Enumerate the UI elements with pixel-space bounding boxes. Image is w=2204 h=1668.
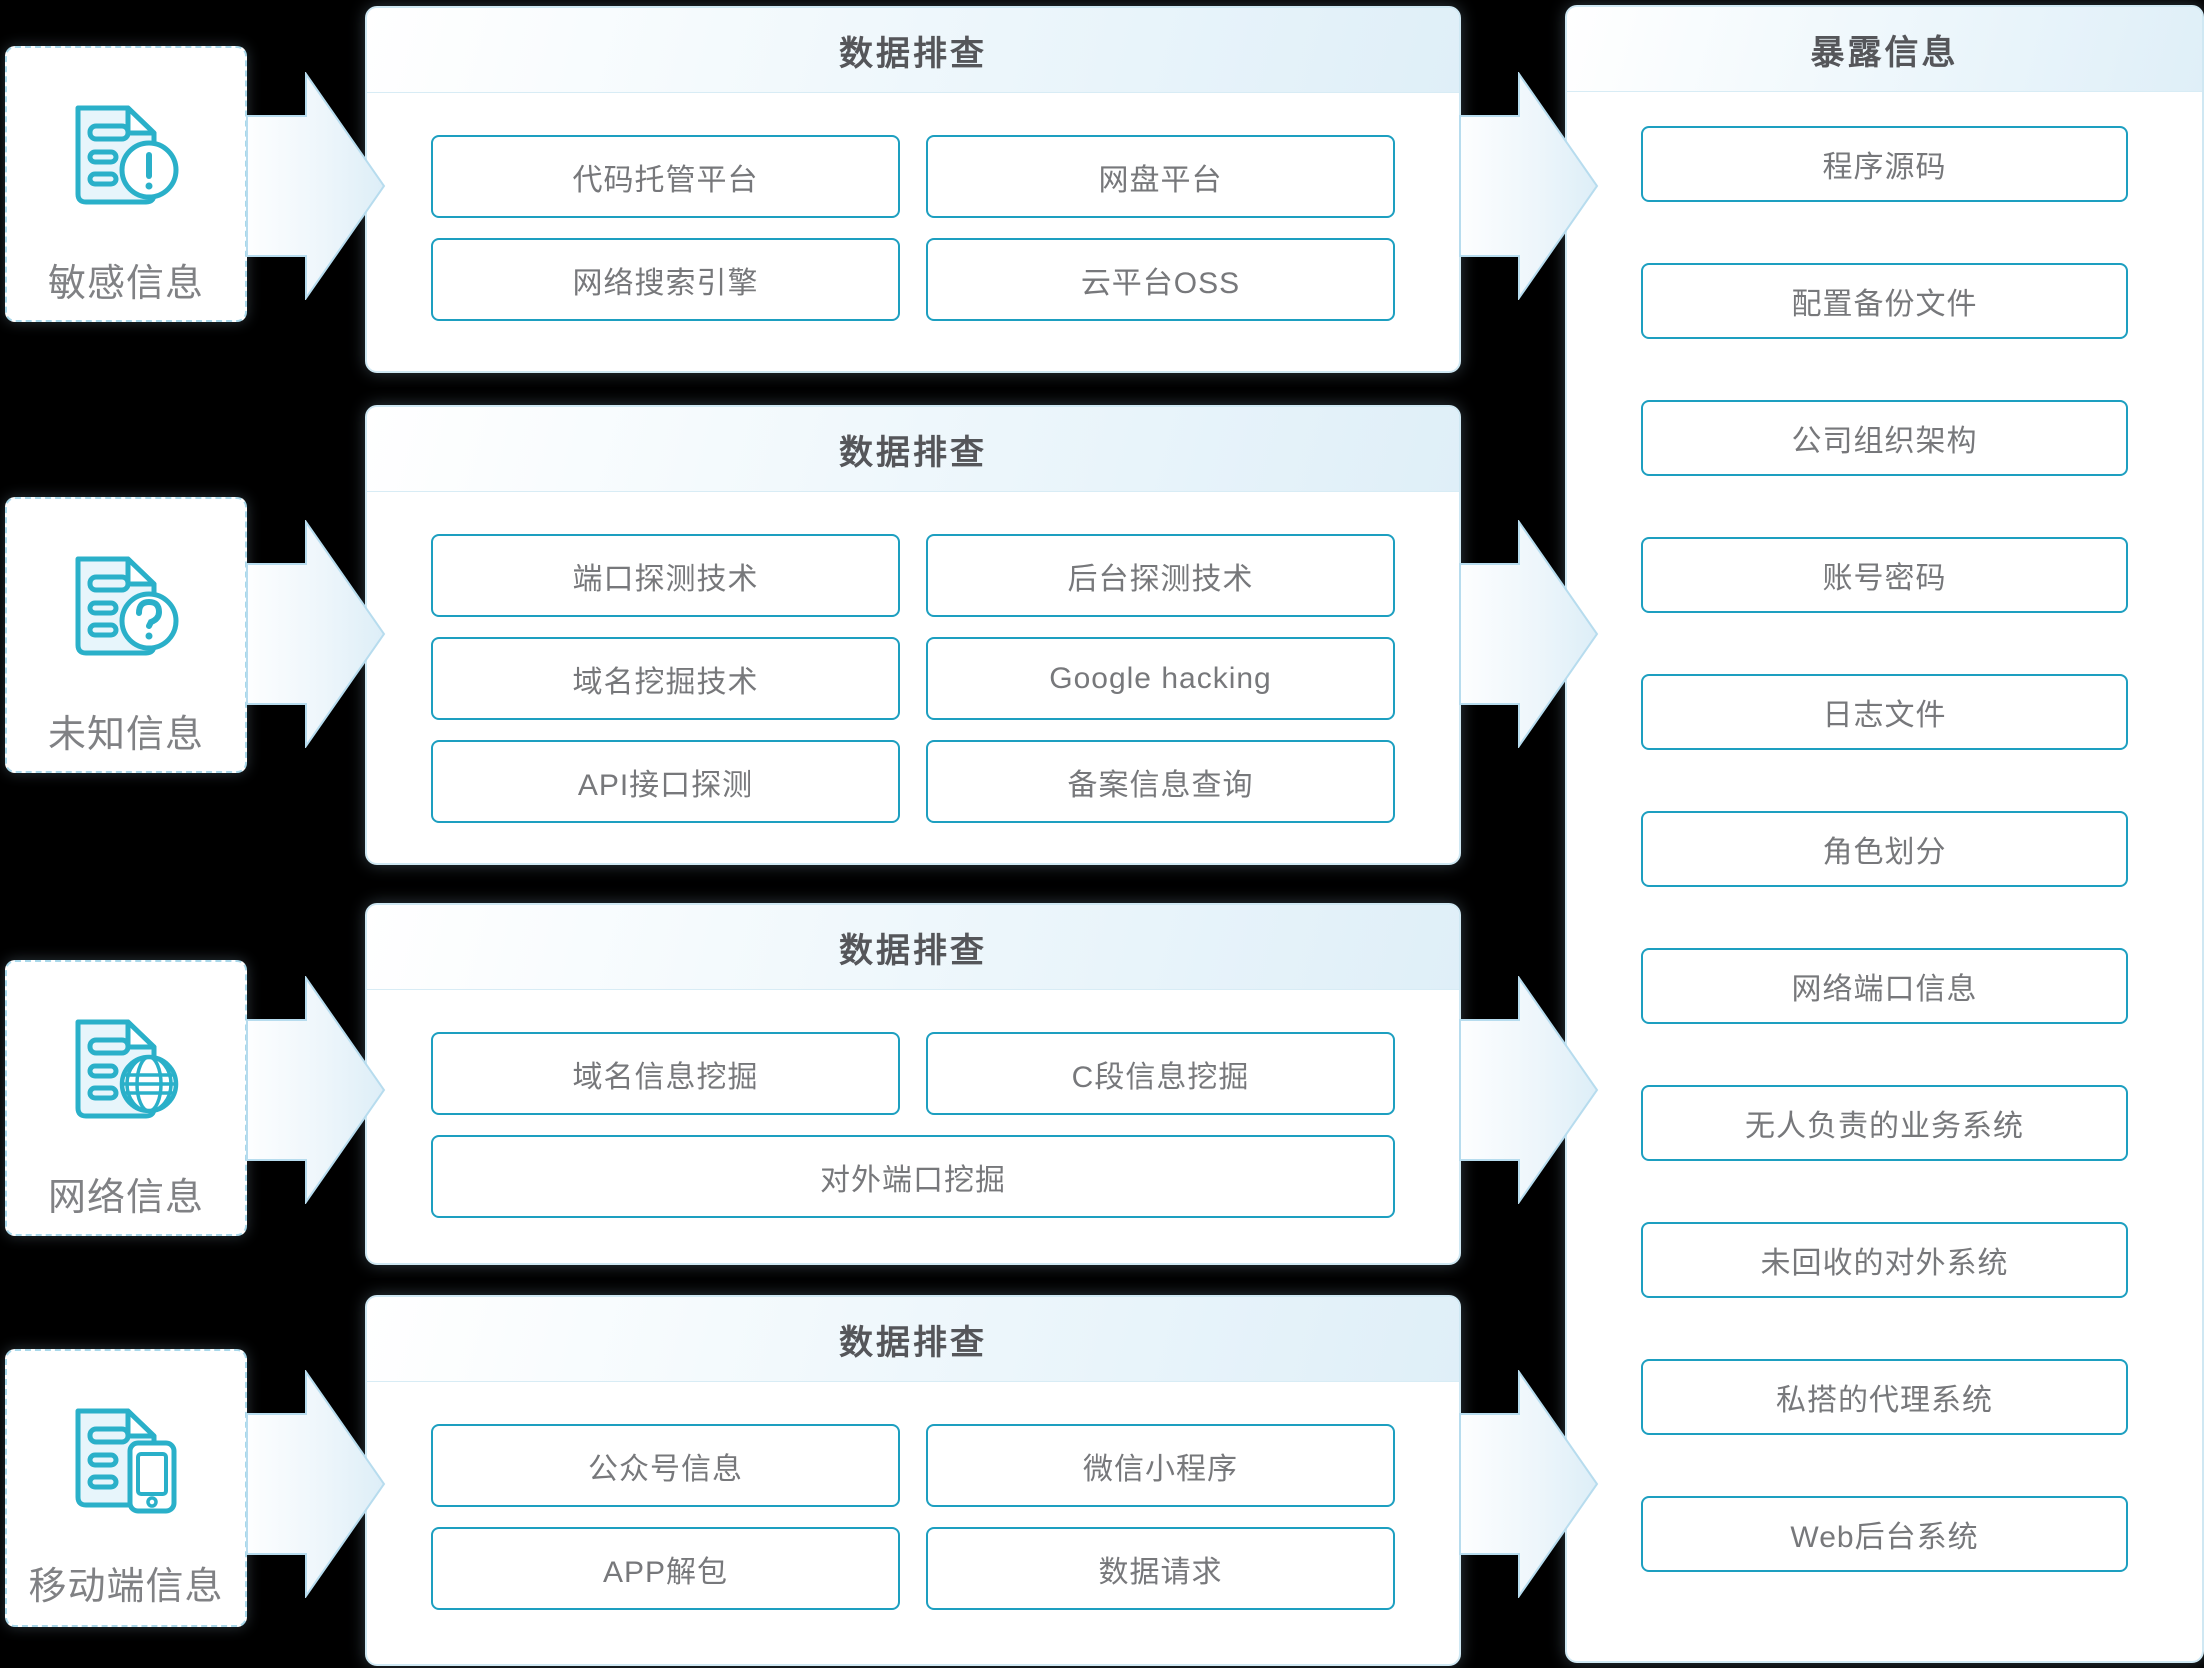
stage-item: C段信息挖掘 [926,1032,1395,1115]
output-item: 未回收的对外系统 [1641,1222,2128,1298]
stage-item: API接口探测 [431,740,900,823]
stage-item: 公众号信息 [431,1424,900,1507]
stage-panel-header: 数据排查 [367,905,1459,990]
output-item: 程序源码 [1641,126,2128,202]
flow-arrow [246,1370,386,1598]
flow-arrow [1459,1370,1599,1598]
stage-item: 备案信息查询 [926,740,1395,823]
stage-item: 微信小程序 [926,1424,1395,1507]
source-card-mobile: 移动端信息 [5,1349,247,1627]
stage-item: 网络搜索引擎 [431,238,900,321]
source-card-network: 网络信息 [5,960,247,1236]
document-question-icon [75,556,178,656]
stage-item: 域名信息挖掘 [431,1032,900,1115]
source-label: 移动端信息 [28,1566,224,1608]
stage-panel-title: 数据排查 [839,433,987,472]
stage-item: 数据请求 [926,1527,1395,1610]
stage-item: 云平台OSS [926,238,1395,321]
stage-item: APP解包 [431,1527,900,1610]
flow-arrow [246,72,386,300]
source-label: 敏感信息 [47,263,204,305]
output-item: Web后台系统 [1641,1496,2128,1572]
output-panel-title: 暴露信息 [1810,33,1959,72]
stage-panel-header: 数据排查 [367,8,1459,93]
stage-item: 后台探测技术 [926,534,1395,617]
source-label: 网络信息 [47,1177,204,1219]
output-item: 账号密码 [1641,537,2128,613]
stage-item: 端口探测技术 [431,534,900,617]
stage-item: 域名挖掘技术 [431,637,900,720]
stage-panel-header: 数据排查 [367,407,1459,492]
stage-item: 对外端口挖掘 [431,1135,1395,1218]
output-item: 配置备份文件 [1641,263,2128,339]
stage-panel-title: 数据排查 [839,34,987,73]
flow-arrow [1459,520,1599,748]
document-mobile-icon [75,1408,176,1514]
output-item: 网络端口信息 [1641,948,2128,1024]
output-panel: 暴露信息 程序源码 配置备份文件 公司组织架构 账号密码 日志文件 角色划分 网… [1565,5,2204,1663]
document-globe-icon [75,1019,178,1119]
stage-panel-header: 数据排查 [367,1297,1459,1382]
flow-arrow [1459,976,1599,1204]
document-alert-icon [75,105,178,205]
stage-panel-3: 数据排查 域名信息挖掘 C段信息挖掘 对外端口挖掘 [365,903,1461,1265]
stage-panel-title: 数据排查 [839,1323,987,1362]
source-label: 未知信息 [47,714,204,756]
output-item: 日志文件 [1641,674,2128,750]
stage-item: 代码托管平台 [431,135,900,218]
stage-panel-1: 数据排查 代码托管平台 网盘平台 网络搜索引擎 云平台OSS [365,6,1461,373]
stage-panel-2: 数据排查 端口探测技术 后台探测技术 域名挖掘技术 Google hacking… [365,405,1461,865]
stage-panel-title: 数据排查 [839,931,987,970]
stage-item: Google hacking [926,637,1395,720]
flow-arrow [246,520,386,748]
stage-item: 网盘平台 [926,135,1395,218]
output-item: 角色划分 [1641,811,2128,887]
source-card-sensitive: 敏感信息 [5,46,247,322]
flow-arrow [246,976,386,1204]
output-panel-header: 暴露信息 [1567,7,2202,92]
source-card-unknown: 未知信息 [5,497,247,773]
output-item: 私搭的代理系统 [1641,1359,2128,1435]
output-item: 无人负责的业务系统 [1641,1085,2128,1161]
flow-arrow [1459,72,1599,300]
stage-panel-4: 数据排查 公众号信息 微信小程序 APP解包 数据请求 [365,1295,1461,1666]
output-item: 公司组织架构 [1641,400,2128,476]
